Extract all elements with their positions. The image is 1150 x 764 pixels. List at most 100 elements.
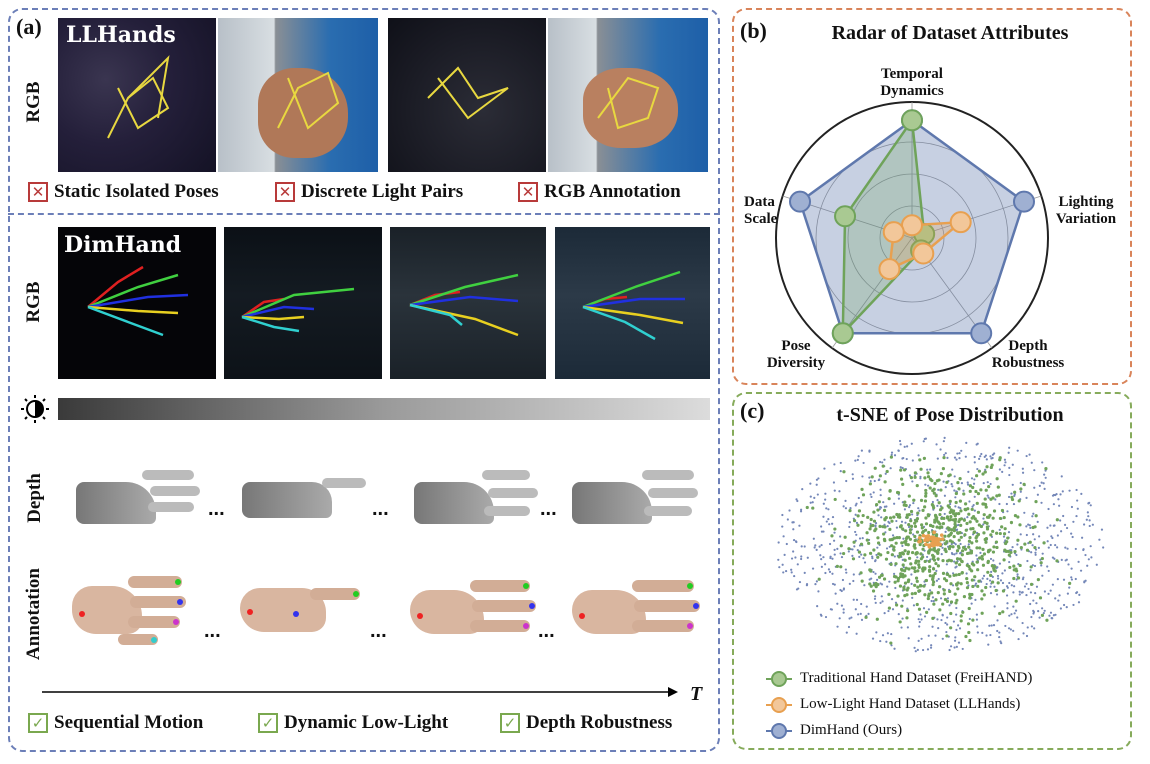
tsne-point-freihand xyxy=(1055,518,1059,522)
tsne-point-freihand xyxy=(930,591,934,595)
tsne-point-dimhand xyxy=(822,502,825,505)
tsne-point-freihand xyxy=(936,591,940,595)
tsne-point-dimhand xyxy=(1022,576,1025,579)
tsne-point-freihand xyxy=(883,538,887,543)
tsne-point-freihand xyxy=(914,576,919,580)
tsne-point-dimhand xyxy=(1046,565,1049,568)
tsne-point-dimhand xyxy=(978,457,981,460)
tsne-point-freihand xyxy=(913,583,917,587)
tsne-point-dimhand xyxy=(1065,558,1068,561)
tsne-point-dimhand xyxy=(1044,476,1047,479)
tsne-point-dimhand xyxy=(918,509,921,512)
tsne-point-dimhand xyxy=(848,617,851,620)
tsne-point-freihand xyxy=(947,505,951,509)
tsne-point-freihand xyxy=(976,532,981,537)
tsne-point-freihand xyxy=(985,515,990,519)
tsne-point-dimhand xyxy=(819,613,823,616)
tsne-point-freihand xyxy=(1042,541,1046,545)
tsne-point-freihand xyxy=(923,593,927,597)
tsne-point-freihand xyxy=(932,558,937,562)
tsne-point-dimhand xyxy=(901,617,904,620)
tsne-point-dimhand xyxy=(885,547,889,550)
tsne-point-freihand xyxy=(917,559,921,563)
legend-freihand: Traditional Hand Dataset (FreiHAND) xyxy=(766,670,1032,687)
tsne-point-dimhand xyxy=(1102,546,1105,549)
tsne-point-dimhand xyxy=(1026,559,1029,563)
tsne-point-dimhand xyxy=(926,555,929,559)
tsne-point-dimhand xyxy=(1100,528,1104,531)
tsne-point-freihand xyxy=(866,515,870,519)
tsne-point-freihand xyxy=(952,528,956,533)
tsne-point-dimhand xyxy=(893,647,896,650)
tsne-point-dimhand xyxy=(1088,519,1091,522)
row-label-rgb-mid: RGB xyxy=(23,281,44,323)
dimhand-skeleton-1 xyxy=(87,265,189,337)
tsne-point-freihand xyxy=(920,523,924,527)
tsne-point-freihand xyxy=(931,577,935,581)
row-label-rgb-top: RGB xyxy=(23,81,44,123)
tsne-point-freihand xyxy=(932,602,936,606)
tsne-point-freihand xyxy=(942,588,946,592)
tsne-point-freihand xyxy=(893,580,897,584)
tsne-point-dimhand xyxy=(903,508,906,511)
tsne-point-freihand xyxy=(915,519,919,523)
tsne-point-freihand xyxy=(965,551,970,556)
llhands-con-rgb-annotation: ✕RGB Annotation xyxy=(518,181,681,203)
tsne-point-freihand xyxy=(883,480,887,484)
tsne-point-dimhand xyxy=(811,567,815,570)
tsne-point-dimhand xyxy=(836,547,839,550)
tsne-point-freihand xyxy=(917,565,921,569)
tsne-point-dimhand xyxy=(965,572,968,575)
tsne-point-dimhand xyxy=(979,455,982,458)
tsne-point-dimhand xyxy=(1066,547,1069,550)
tsne-point-dimhand xyxy=(839,461,842,465)
tsne-point-freihand xyxy=(892,515,896,519)
tsne-point-dimhand xyxy=(1074,547,1077,551)
tsne-point-dimhand xyxy=(782,571,785,574)
tsne-point-freihand xyxy=(934,598,938,602)
ellipsis-annotation-2: ... xyxy=(370,620,387,642)
tsne-point-freihand xyxy=(961,610,965,614)
tsne-point-dimhand xyxy=(959,542,962,546)
tsne-point-dimhand xyxy=(875,553,878,557)
tsne-point-freihand xyxy=(857,509,862,513)
tsne-point-freihand xyxy=(982,513,986,517)
tsne-point-freihand xyxy=(913,538,917,543)
tsne-point-freihand xyxy=(933,571,937,576)
tsne-point-dimhand xyxy=(952,620,955,623)
tsne-point-freihand xyxy=(843,535,847,539)
tsne-point-dimhand xyxy=(1004,624,1007,628)
tsne-point-dimhand xyxy=(879,639,882,643)
tsne-point-dimhand xyxy=(840,589,843,593)
tsne-point-dimhand xyxy=(1021,621,1024,625)
pro-label: Sequential Motion xyxy=(54,712,204,733)
tsne-point-freihand xyxy=(1025,548,1030,552)
annotation-mesh-2 xyxy=(236,574,366,644)
tsne-point-dimhand xyxy=(986,481,989,484)
tsne-point-freihand xyxy=(957,572,961,577)
tsne-point-dimhand xyxy=(980,580,983,583)
tsne-point-freihand xyxy=(965,581,969,585)
tsne-point-dimhand xyxy=(1019,481,1022,485)
tsne-point-dimhand xyxy=(1038,535,1041,538)
tsne-point-freihand xyxy=(878,474,882,478)
tsne-point-freihand xyxy=(878,524,882,528)
tsne-point-dimhand xyxy=(943,453,946,457)
tsne-point-dimhand xyxy=(856,458,859,461)
tsne-point-dimhand xyxy=(1077,560,1080,563)
tsne-point-freihand xyxy=(876,536,880,540)
tsne-point-dimhand xyxy=(813,496,816,499)
tsne-point-dimhand xyxy=(796,499,799,503)
tsne-point-dimhand xyxy=(1081,536,1084,539)
tsne-point-freihand xyxy=(953,522,957,526)
tsne-point-freihand xyxy=(939,488,943,492)
tsne-point-freihand xyxy=(932,546,936,550)
tsne-point-llhands xyxy=(935,537,940,541)
tsne-point-dimhand xyxy=(990,570,993,573)
tsne-point-freihand xyxy=(1007,553,1011,557)
tsne-point-llhands xyxy=(931,543,935,548)
tsne-point-freihand xyxy=(895,512,899,517)
tsne-point-freihand xyxy=(869,584,873,588)
tsne-point-freihand xyxy=(861,493,866,497)
legend-label: Low-Light Hand Dataset (LLHands) xyxy=(800,696,1021,712)
